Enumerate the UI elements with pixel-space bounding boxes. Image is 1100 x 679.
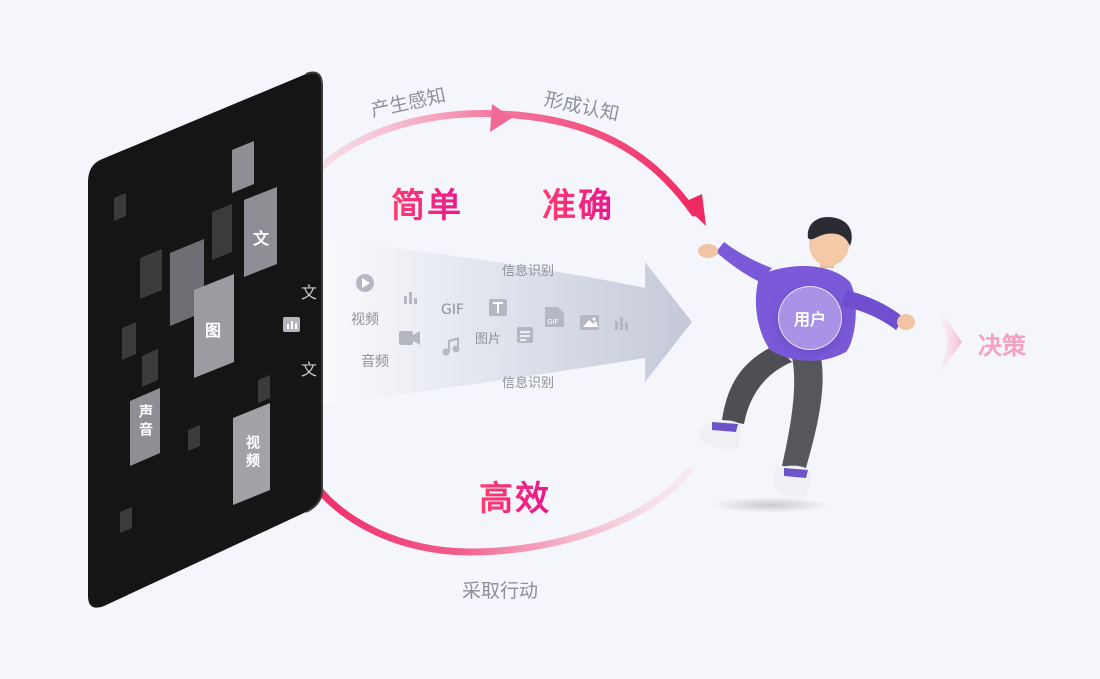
top-arc-mid-arrowhead	[490, 104, 512, 132]
decision-chevron	[938, 308, 962, 376]
phone-gray-tiles	[130, 141, 277, 505]
phone-dark-tiles	[114, 193, 270, 533]
quality-accurate: 准确	[542, 178, 614, 227]
user-badge: 用户	[778, 286, 842, 350]
quality-efficient: 高效	[479, 471, 551, 520]
media-audio-label: 音频	[361, 354, 389, 370]
phone-edge-highlight	[305, 71, 323, 513]
user-figure	[698, 216, 915, 513]
bar-chart-icon	[404, 292, 417, 304]
tile-text-label: 文	[253, 229, 270, 248]
text-box-icon	[489, 299, 507, 316]
bar-chart-icon-right	[615, 317, 628, 330]
info-recognition-top-label: 信息识别	[502, 264, 555, 279]
tile-sound-label: 声音	[137, 404, 153, 440]
decision-label: 决策	[978, 332, 1026, 360]
media-video-label: 视频	[351, 312, 379, 328]
phone-edge-chart-icon	[283, 317, 300, 332]
play-icon	[356, 274, 374, 292]
document-icon	[517, 327, 533, 343]
tile-picture-label: 图	[205, 321, 222, 340]
info-flow-arrow	[292, 235, 692, 410]
top-arc-end-arrowhead	[682, 194, 706, 226]
edge-text-top: 文	[301, 283, 318, 302]
gif-file-icon: GIF	[545, 307, 564, 327]
user-label: 用户	[793, 310, 826, 329]
music-note-icon	[442, 337, 460, 356]
media-image-label: 图片	[475, 332, 502, 347]
bottom-cycle-arc	[298, 460, 694, 556]
quality-simple: 简单	[391, 178, 463, 227]
image-icon	[580, 315, 599, 330]
svg-text:GIF: GIF	[547, 318, 559, 326]
act-label: 采取行动	[462, 580, 539, 602]
tile-video-label: 视频	[244, 435, 260, 471]
edge-text-bottom: 文	[301, 360, 318, 379]
media-gif-label: GIF	[441, 302, 465, 318]
camera-icon	[399, 331, 420, 345]
info-recognition-bottom-label: 信息识别	[502, 376, 555, 391]
